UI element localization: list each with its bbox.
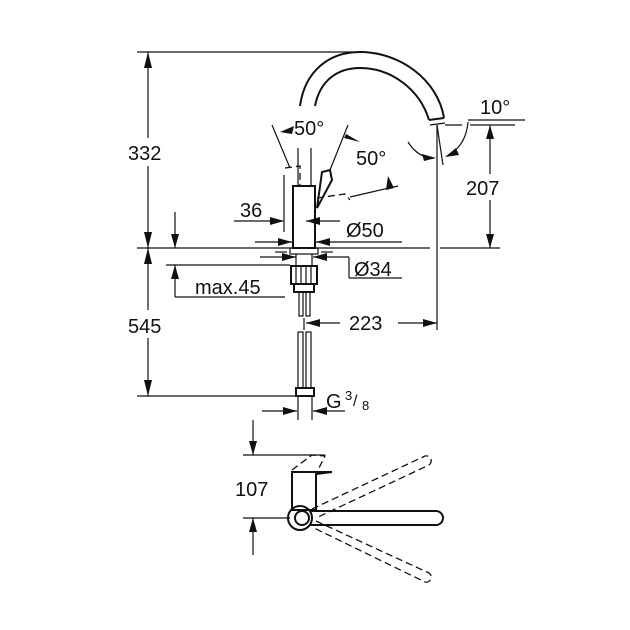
thread-g-label: G: [326, 391, 342, 413]
thread-denominator: 8: [362, 398, 369, 413]
dim-107-label: 107: [235, 479, 268, 501]
faucet-body: [271, 124, 399, 249]
outlet-height-dimension: 207: [466, 124, 515, 248]
dim-223-label: 223: [349, 313, 382, 335]
angle-arrow-icon: [386, 176, 394, 190]
thread-numerator: 3: [345, 388, 352, 403]
spout-angle-dimension: 10°: [407, 97, 525, 166]
dim-50-diameter-label: Ø50: [346, 220, 384, 242]
lever-angle-front-label: 50°: [294, 118, 324, 140]
spout-angle-label: 10°: [480, 97, 510, 119]
mounting-assembly: [260, 247, 402, 293]
thread-dimension: G 3 / 8: [262, 388, 369, 415]
lever-angle-side-label: 50°: [356, 148, 386, 170]
dim-332-label: 332: [128, 143, 161, 165]
dim-max45-label: max.45: [195, 277, 261, 299]
dim-545-label: 545: [128, 316, 161, 338]
lever-clearance-dimension: 36: [234, 175, 340, 232]
spout-reach-dimension: 223: [306, 125, 438, 335]
base-diameter-dimension: [255, 238, 402, 246]
supply-hoses: [295, 291, 315, 420]
overall-height-dimension: 332 545: [128, 51, 352, 397]
spout: [299, 50, 446, 126]
top-view: 107: [235, 420, 444, 583]
angle-arrow-icon: [280, 126, 294, 134]
svg-text:/: /: [353, 393, 358, 410]
deck-thickness-dimension: max.45: [166, 212, 290, 299]
angle-arrow-icon: [344, 134, 360, 142]
dim-207-label: 207: [466, 178, 499, 200]
dim-36-label: 36: [240, 200, 262, 222]
dim-34-diameter-label: Ø34: [354, 259, 392, 281]
